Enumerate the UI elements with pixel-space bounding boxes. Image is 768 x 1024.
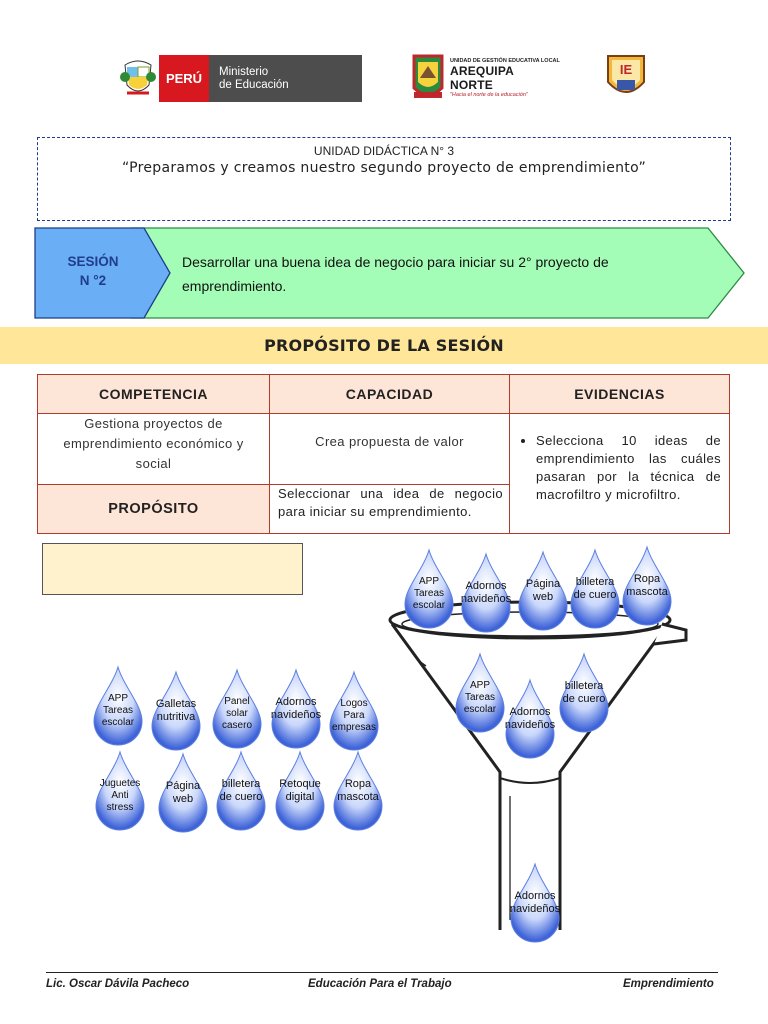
peru-shield-icon xyxy=(117,55,159,102)
evidencias-cell: Selecciona 10 ideas de emprendimiento la… xyxy=(509,413,730,534)
competencia-cell: Gestiona proyectos de emprendimiento eco… xyxy=(37,413,270,485)
table-row: Gestiona proyectos de emprendimiento eco… xyxy=(37,413,730,534)
ministry-label: Ministerio de Educación xyxy=(209,55,362,102)
ie-label: IE xyxy=(620,62,633,77)
proposito-label: PROPÓSITO xyxy=(37,484,270,534)
header-evidencias: EVIDENCIAS xyxy=(509,374,730,414)
session-band xyxy=(34,226,746,320)
evidencias-list: Selecciona 10 ideas de emprendimiento la… xyxy=(520,432,721,504)
minedu-logo: PERÚ Ministerio de Educación xyxy=(117,55,362,102)
footer-rule xyxy=(46,972,718,973)
table-header-row: COMPETENCIA CAPACIDAD EVIDENCIAS xyxy=(37,374,730,414)
ie-school-emblem: IE xyxy=(605,50,647,102)
evidencia-item: Selecciona 10 ideas de emprendimiento la… xyxy=(536,432,721,504)
unit-title: UNIDAD DIDÁCTICA N° 3 xyxy=(313,144,455,158)
ministry-line2: de Educación xyxy=(219,78,289,91)
session-label-line2: N °2 xyxy=(79,273,107,288)
empty-note-box xyxy=(42,543,303,595)
ministry-line1: Ministerio xyxy=(219,65,269,78)
session-number-arrow xyxy=(34,227,171,319)
ugel-line3: "Hacia el norte de la educación" xyxy=(449,92,528,98)
session-number: SESIÓN N °2 xyxy=(34,252,152,290)
unit-box: UNIDAD DIDÁCTICA N° 3 “Preparamos y crea… xyxy=(37,137,731,221)
ugel-text: UNIDAD DE GESTIÓN EDUCATIVA LOCAL AREQUI… xyxy=(450,58,560,98)
ugel-line1: UNIDAD DE GESTIÓN EDUCATIVA LOCAL xyxy=(449,58,560,64)
purpose-banner: PROPÓSITO DE LA SESIÓN xyxy=(0,327,768,364)
school-shield-icon: IE xyxy=(607,55,645,93)
footer-course: Educación Para el Trabajo xyxy=(308,978,452,990)
proposito-text: Seleccionar una idea de negocio para ini… xyxy=(269,484,510,534)
header-competencia: COMPETENCIA xyxy=(37,374,270,414)
ugel-line2: AREQUIPA NORTE xyxy=(449,64,514,92)
footer-author: Lic. Oscar Dávila Pacheco xyxy=(46,978,190,990)
purpose-banner-title: PROPÓSITO DE LA SESIÓN xyxy=(264,336,504,355)
competency-table: COMPETENCIA CAPACIDAD EVIDENCIAS Gestion… xyxy=(37,374,730,534)
header-capacidad: CAPACIDAD xyxy=(269,374,510,414)
ugel-logo: UNIDAD DE GESTIÓN EDUCATIVA LOCAL AREQUI… xyxy=(410,50,560,106)
footer-topic: Emprendimiento xyxy=(623,978,714,990)
table-row: PROPÓSITO Seleccionar una idea de negoci… xyxy=(37,484,730,534)
unit-subtitle: “Preparamos y creamos nuestro segundo pr… xyxy=(121,160,647,176)
capacidad-cell: Crea propuesta de valor xyxy=(269,413,510,485)
ugel-emblem-icon xyxy=(412,54,444,98)
session-description: Desarrollar una buena idea de negocio pa… xyxy=(182,254,609,294)
session-label-line1: SESIÓN xyxy=(67,254,119,269)
peru-label: PERÚ xyxy=(159,55,209,102)
